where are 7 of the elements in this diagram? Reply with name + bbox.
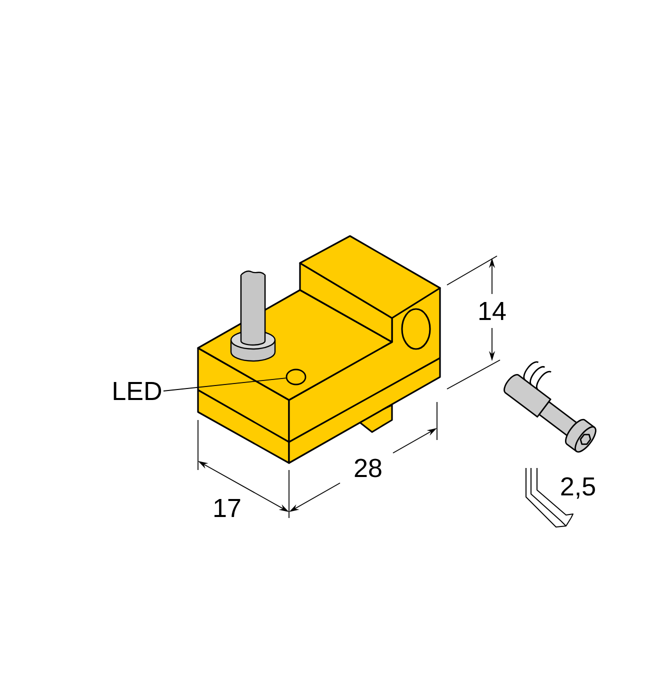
led-indicator: [286, 368, 306, 386]
dimension-label: 2,5: [561, 477, 595, 499]
dimension-label: 28: [354, 458, 382, 478]
dimension-label: 14: [480, 302, 506, 320]
led-label: LED: [114, 382, 162, 400]
leader-line: [163, 378, 286, 392]
dimension-label: 17: [214, 499, 240, 517]
